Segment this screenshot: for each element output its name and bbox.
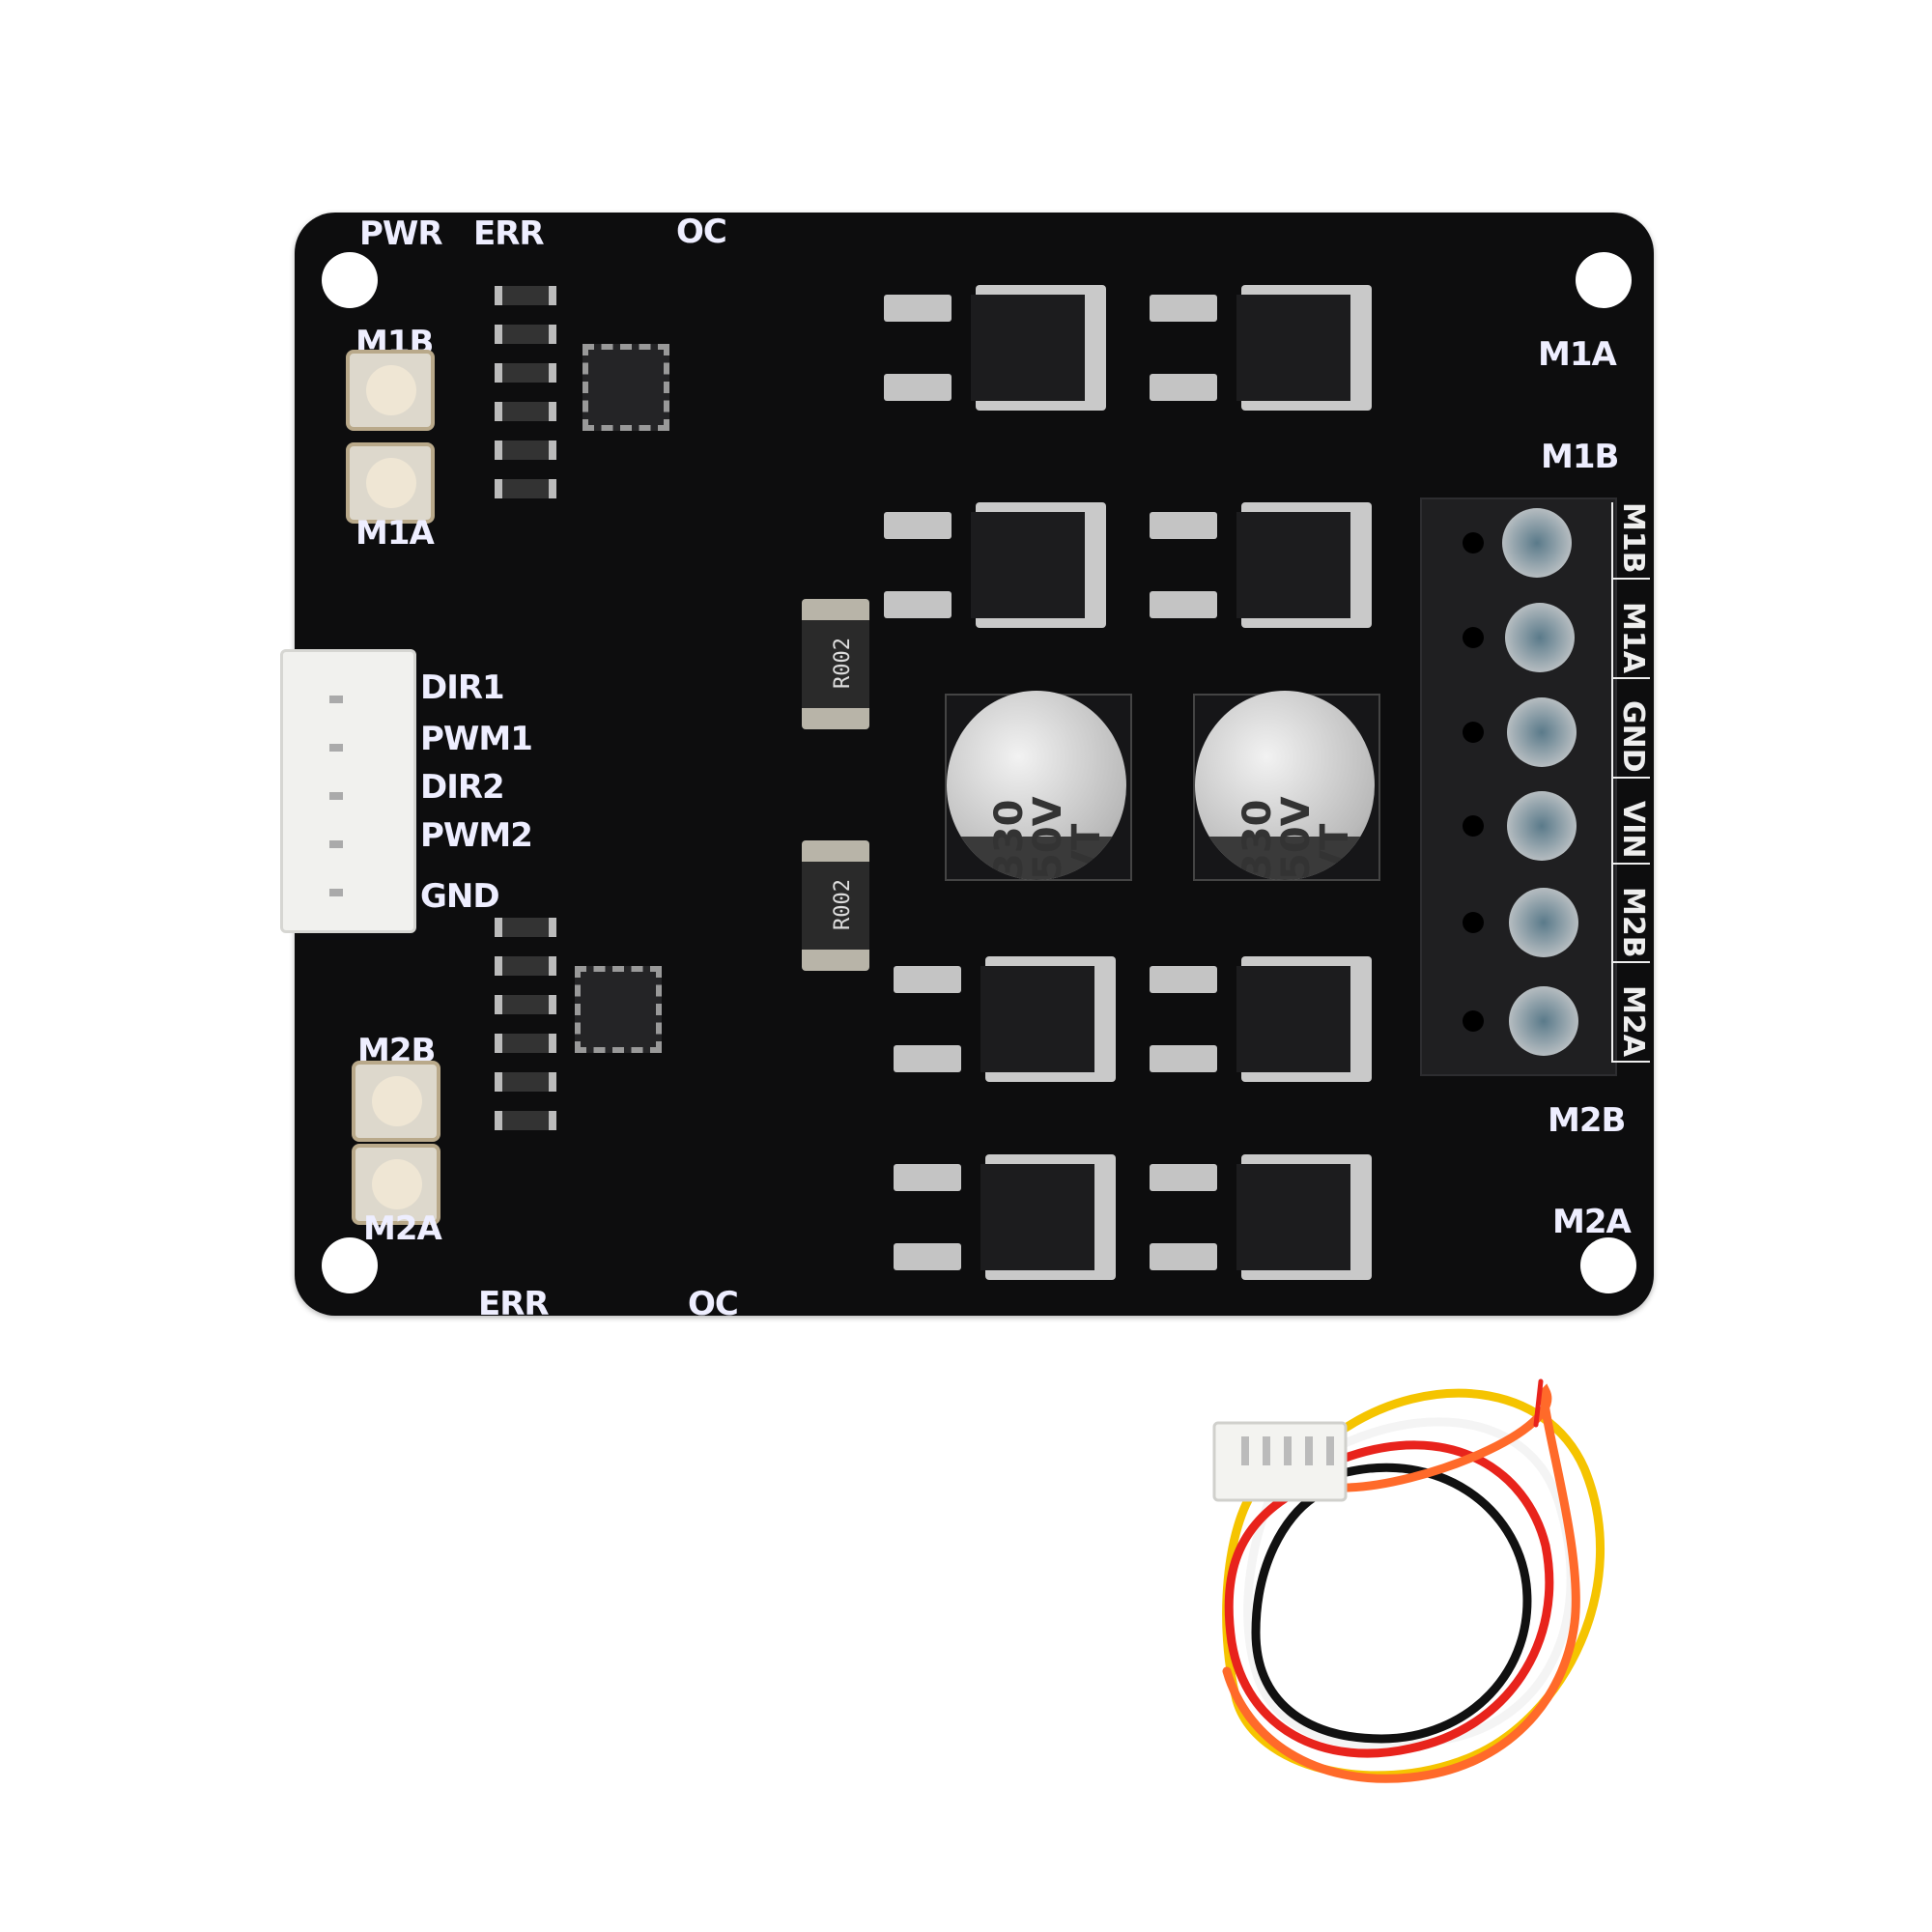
mosfet [1150,956,1372,1082]
shunt-resistor: R002 [802,840,869,971]
smd-resistor [495,479,556,498]
wire-socket[interactable] [1463,627,1484,648]
terminal-screw[interactable] [1507,791,1577,861]
led-label-m2a: M2A [1552,1203,1632,1241]
cable-connector[interactable] [1212,1415,1348,1507]
terminal-screw[interactable] [1502,508,1572,578]
wire-socket[interactable] [1463,815,1484,837]
smd-resistor [495,286,556,305]
smd-resistor [495,956,556,976]
mounting-hole [1576,252,1632,308]
driver-ic [575,966,662,1053]
terminal-screw[interactable] [1509,888,1578,957]
mosfet [884,502,1106,628]
mosfet [884,285,1106,411]
smd-resistor [495,1072,556,1092]
terminal-label-gnd: GND [1613,700,1650,780]
terminal-label-m2a: M2A [1613,985,1650,1063]
led-label-oc: OC [676,213,727,251]
led-label-err: ERR [473,214,545,253]
mosfet [894,956,1116,1082]
terminal-label-m2b: M2B [1613,887,1650,964]
terminal-screw[interactable] [1507,697,1577,767]
m2a-button[interactable] [352,1144,440,1225]
smd-resistor [495,440,556,460]
wire-socket[interactable] [1463,722,1484,743]
terminal-labels: M1B M1A GND VIN M2B M2A [1611,502,1650,1063]
terminal-screw[interactable] [1509,986,1578,1056]
mosfet [1150,285,1372,411]
wire-orange [1222,1383,1580,1783]
button-label-m1a: M1A [355,514,435,553]
led-label-m1b: M1B [1541,438,1619,476]
terminal-label-m1a: M1A [1613,602,1650,679]
smd-resistor [495,402,556,421]
pin-label-dir1: DIR1 [420,668,505,707]
led-label-err-bottom: ERR [478,1285,550,1323]
wire-socket[interactable] [1463,912,1484,933]
pin-label-pwm1: PWM1 [420,720,533,758]
led-label-pwr: PWR [359,214,443,253]
smd-resistor [495,1034,556,1053]
smd-resistor [495,1111,556,1130]
smd-resistor [495,918,556,937]
smd-resistor [495,363,556,383]
signal-header-connector[interactable] [280,649,416,933]
mounting-hole [322,1237,378,1293]
pin-label-gnd: GND [420,877,500,916]
electrolytic-capacitor: 330 50V VT [947,691,1126,880]
wire-black [1251,1463,1532,1744]
mounting-hole [322,252,378,308]
wire-red [1224,1440,1554,1758]
pin-label-pwm2: PWM2 [420,816,533,855]
pin-label-dir2: DIR2 [420,768,505,807]
driver-ic [582,344,669,431]
electrolytic-capacitor: 330 50V VT [1195,691,1375,880]
wire-socket[interactable] [1463,1010,1484,1032]
led-label-m2b: M2B [1548,1101,1626,1140]
m1a-button[interactable] [346,442,435,524]
terminal-label-m1b: M1B [1613,502,1650,580]
mosfet [1150,502,1372,628]
smd-resistor [495,995,556,1014]
m2b-button[interactable] [352,1061,440,1142]
wire-yellow [1222,1388,1605,1780]
wire-socket[interactable] [1463,532,1484,554]
led-label-oc-bottom: OC [688,1285,739,1323]
wire-end [1533,1378,1544,1428]
m1b-button[interactable] [346,350,435,431]
mosfet [1150,1154,1372,1280]
cable-connector-housing [1212,1421,1348,1502]
smd-resistor [495,325,556,344]
screw-terminal-block[interactable] [1420,497,1617,1076]
mosfet [894,1154,1116,1280]
terminal-label-vin: VIN [1613,801,1650,865]
shunt-resistor: R002 [802,599,869,729]
button-label-m2a: M2A [363,1209,442,1248]
led-label-m1a: M1A [1538,335,1617,374]
mounting-hole [1580,1237,1636,1293]
terminal-screw[interactable] [1505,603,1575,672]
